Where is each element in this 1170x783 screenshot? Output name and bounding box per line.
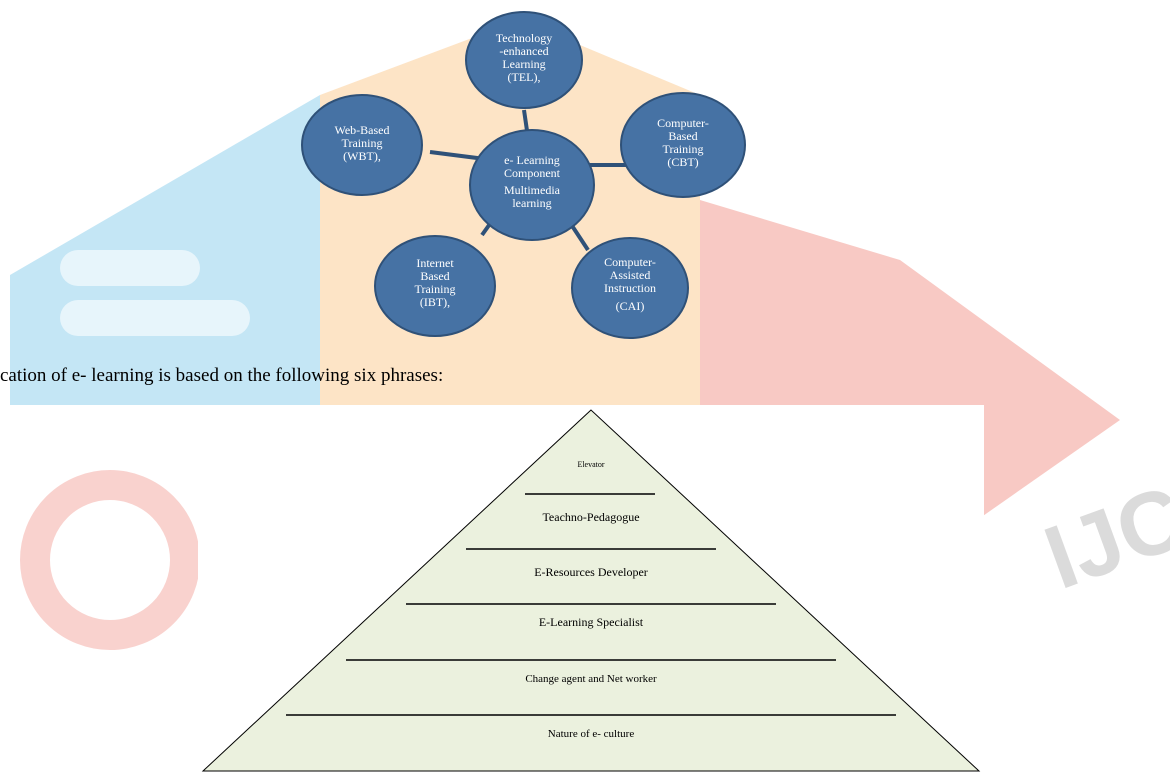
svg-text:-enhanced: -enhanced <box>499 44 548 58</box>
node-cbt: Computer- Based Training (CBT) <box>620 92 746 198</box>
svg-text:Assisted: Assisted <box>610 268 651 282</box>
node-center-e-learning: e- Learning Component Multimedia learnin… <box>469 129 595 241</box>
svg-text:(CBT): (CBT) <box>667 155 698 169</box>
e-learning-component-diagram: Technology -enhanced Learning (TEL), Com… <box>301 11 746 339</box>
tier-dividers <box>286 493 896 716</box>
pyramid-outline <box>201 409 981 772</box>
tier-e-resources-developer: E-Resources Developer <box>534 565 648 579</box>
svg-text:(CAI): (CAI) <box>616 299 645 313</box>
svg-text:(IBT),: (IBT), <box>420 295 450 309</box>
svg-text:Computer-: Computer- <box>657 116 709 130</box>
tier-teachno-pedagogue: Teachno-Pedagogue <box>542 510 639 524</box>
svg-text:Computer-: Computer- <box>604 255 656 269</box>
svg-text:Training: Training <box>663 142 704 156</box>
svg-text:(WBT),: (WBT), <box>343 149 381 163</box>
svg-text:Based: Based <box>420 269 449 283</box>
svg-text:Learning: Learning <box>502 57 545 71</box>
svg-text:Internet: Internet <box>416 256 454 270</box>
svg-text:Web-Based: Web-Based <box>334 123 389 137</box>
svg-text:Training: Training <box>342 136 383 150</box>
svg-text:Training: Training <box>415 282 456 296</box>
svg-text:Component: Component <box>504 166 561 180</box>
node-ibt: Internet Based Training (IBT), <box>374 235 496 337</box>
six-phrases-pyramid: Elevator Teachno-Pedagogue E-Resources D… <box>201 409 981 772</box>
tier-nature-of-e-culture: Nature of e- culture <box>548 728 635 740</box>
svg-text:learning: learning <box>512 196 551 210</box>
svg-text:Based: Based <box>668 129 697 143</box>
caption-text: cation of e- learning is based on the fo… <box>0 365 444 386</box>
svg-text:(TEL),: (TEL), <box>508 70 541 84</box>
tier-e-learning-specialist: E-Learning Specialist <box>539 615 644 629</box>
watermark-text: IJCRT <box>1033 426 1170 609</box>
svg-text:Technology: Technology <box>496 31 552 45</box>
svg-text:Instruction: Instruction <box>604 281 656 295</box>
node-cai: Computer- Assisted Instruction (CAI) <box>571 237 689 339</box>
tier-elevator: Elevator <box>577 460 604 469</box>
tier-change-agent: Change agent and Net worker <box>525 673 657 685</box>
svg-text:e- Learning: e- Learning <box>504 153 560 167</box>
node-tel: Technology -enhanced Learning (TEL), <box>465 11 583 109</box>
node-wbt: Web-Based Training (WBT), <box>301 94 423 196</box>
svg-text:Multimedia: Multimedia <box>504 183 561 197</box>
